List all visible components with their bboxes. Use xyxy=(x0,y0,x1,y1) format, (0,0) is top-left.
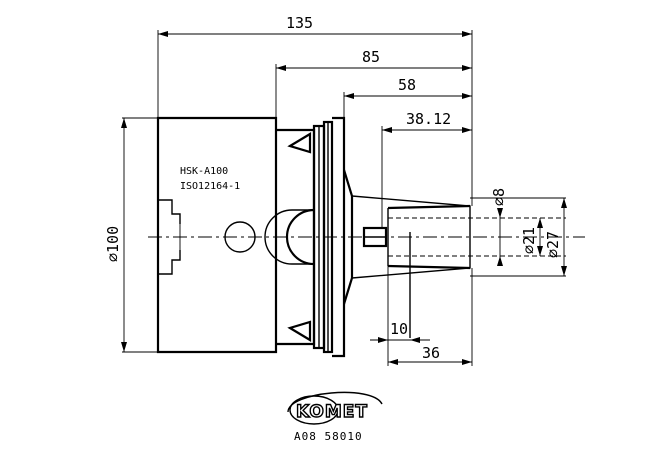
logo-text: KOMET xyxy=(296,402,368,422)
dim-bore-diameter: ⌀21 xyxy=(520,218,543,256)
dim-overall-length: 135 xyxy=(158,14,472,37)
dim-10-label: 10 xyxy=(390,320,408,338)
dim-d100-label: ⌀100 xyxy=(104,226,122,262)
dome-recess xyxy=(285,208,315,266)
dim-d27-label: ⌀27 xyxy=(544,231,562,258)
dim-pin-diameter: ⌀8 xyxy=(490,188,508,266)
dim-bore-depth: 38.12 xyxy=(382,110,472,133)
dim-d21-label: ⌀21 xyxy=(520,227,538,254)
komet-logo: KOMET xyxy=(287,391,383,425)
coolant-bore-circle xyxy=(224,221,256,253)
grip-flange xyxy=(264,116,346,358)
dim-slot-offset: 36 xyxy=(388,344,472,365)
dim-slot-width: 10 xyxy=(370,320,430,343)
spec-iso-label: ISO12164-1 xyxy=(180,181,240,192)
article-code: A08 58010 xyxy=(294,430,363,443)
dim-outer-diameter: ⌀27 xyxy=(544,198,567,276)
dim-d8-label: ⌀8 xyxy=(490,188,508,206)
collet-shank xyxy=(342,169,566,338)
dim-135-label: 135 xyxy=(286,14,313,32)
dim-38-12-label: 38.12 xyxy=(406,110,451,128)
hsk-flange-body xyxy=(156,116,278,354)
dim-shank-length: 58 xyxy=(344,76,472,99)
extension-lines xyxy=(122,30,566,366)
dim-58-label: 58 xyxy=(398,76,416,94)
dim-flange-diameter: ⌀100 xyxy=(104,118,127,352)
dim-85-label: 85 xyxy=(362,48,380,66)
dim-body-length: 85 xyxy=(276,48,472,71)
spec-hsk-label: HSK-A100 xyxy=(180,166,228,177)
dim-36-label: 36 xyxy=(422,344,440,362)
